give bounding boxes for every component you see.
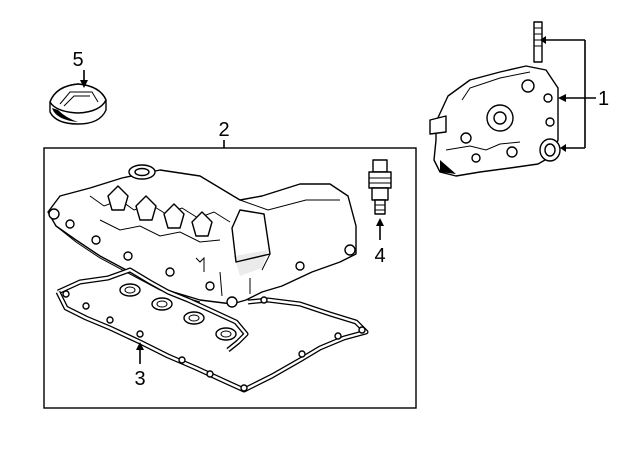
- callout-5: 5: [72, 49, 88, 88]
- callout-2-label: 2: [218, 119, 229, 141]
- callout-3-arrow: [136, 342, 144, 350]
- callout-5-arrow: [80, 80, 88, 88]
- oil-filler-cap-part[interactable]: [49, 83, 107, 125]
- seal-part[interactable]: [539, 138, 561, 162]
- callout-1: 1: [540, 36, 609, 152]
- valve-cover-part[interactable]: [47, 164, 357, 308]
- callout-1-label: 1: [598, 88, 609, 110]
- callout-4-label: 4: [374, 245, 385, 267]
- callout-3-label: 3: [134, 368, 145, 390]
- callout-4: 4: [374, 218, 386, 267]
- gasket-part[interactable]: [55, 267, 369, 393]
- callout-2: 2: [218, 119, 230, 148]
- assembly-frame: [43, 147, 417, 409]
- timing-cover-part[interactable]: [429, 65, 559, 177]
- callout-5-label: 5: [72, 49, 83, 71]
- callout-4-arrow: [376, 218, 384, 226]
- sensor-part[interactable]: [368, 159, 392, 215]
- callout-3: 3: [134, 342, 146, 390]
- stud-part[interactable]: [533, 21, 543, 63]
